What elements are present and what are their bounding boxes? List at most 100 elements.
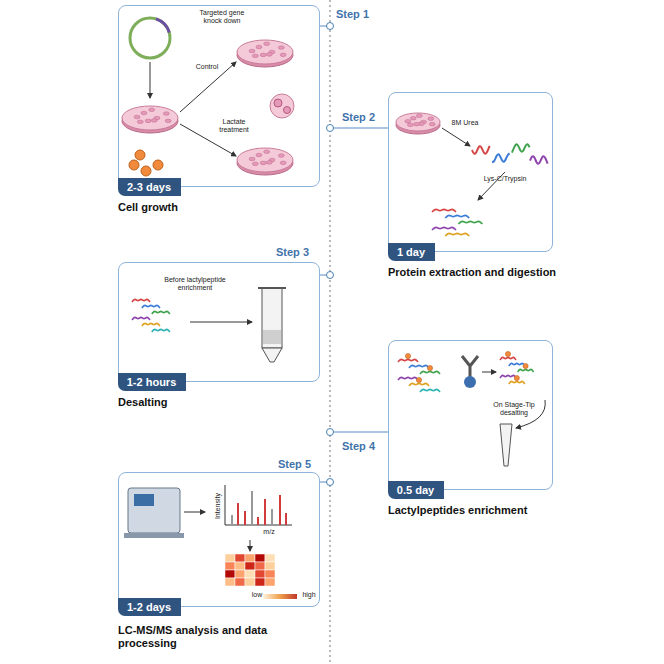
peptide — [509, 381, 525, 384]
peptide — [420, 389, 440, 392]
arrow — [442, 128, 470, 146]
step-caption: Cell growth — [118, 201, 178, 214]
cell — [256, 153, 262, 157]
timeline-node — [327, 272, 334, 279]
protein — [492, 153, 510, 162]
timeline-node — [327, 479, 334, 486]
culture-dish — [237, 148, 293, 172]
cell — [165, 119, 171, 123]
time-label: 2-3 days — [118, 178, 181, 196]
culture-dish — [396, 113, 440, 131]
peptide — [132, 317, 150, 320]
heatmap-cell — [225, 570, 235, 578]
step-label: Step 3 — [276, 246, 309, 259]
peptide — [142, 323, 160, 326]
illustration-label: 8M Urea — [447, 119, 483, 127]
heatmap-cell — [225, 578, 235, 586]
time-tab: 0.5 day — [388, 481, 444, 499]
cell — [410, 116, 416, 120]
cell — [260, 161, 266, 165]
spectrum-peak — [244, 511, 246, 525]
step-panel: Before lactylpeptide enrichment1-2 hours — [118, 262, 320, 382]
heatmap-cell — [265, 570, 275, 578]
stage-tip — [500, 424, 512, 466]
cell — [274, 99, 282, 107]
peptide — [398, 359, 418, 362]
arrow — [190, 322, 252, 323]
step-panel: Intensitym/zlowhigh1-2 days — [118, 472, 320, 607]
time-label: 1 day — [388, 243, 435, 261]
time-tab: 2-3 days — [118, 178, 181, 196]
cell — [260, 53, 266, 57]
cell — [145, 119, 151, 123]
lactyl-mark — [514, 375, 519, 380]
step-label: Step 1 — [336, 8, 369, 21]
time-label: 1-2 hours — [118, 373, 186, 391]
cell — [284, 107, 291, 114]
arrow — [150, 62, 151, 98]
illustration-label: m/z — [259, 528, 279, 536]
arrow — [184, 512, 205, 513]
cell — [429, 122, 435, 126]
peptide — [142, 305, 160, 308]
time-label: 0.5 day — [388, 481, 444, 499]
culture-dish — [122, 106, 178, 130]
lactyl-mark — [505, 351, 510, 356]
spectrum-peak — [251, 491, 253, 525]
antibody — [462, 356, 478, 378]
ms-screen — [134, 494, 154, 506]
cell — [264, 42, 270, 46]
spectrum-peak — [271, 509, 273, 525]
plasmid-insert — [155, 17, 170, 33]
step-connector — [330, 431, 388, 433]
color-bar — [263, 594, 297, 599]
cell — [266, 161, 272, 165]
lactate — [153, 160, 163, 170]
cell — [252, 162, 258, 166]
step-label: Step 4 — [342, 440, 375, 453]
cartridge-rim — [258, 287, 286, 289]
culture-dish — [237, 40, 293, 64]
step-label: Step 2 — [342, 111, 375, 124]
peptide — [445, 215, 469, 218]
step-panel: Targeted gene knock downControlLactate t… — [118, 5, 320, 187]
peptide — [509, 363, 525, 366]
spectrum-peak — [279, 495, 281, 525]
plasmid — [130, 18, 170, 58]
step-caption: Lactylpeptides enrichment — [388, 504, 527, 517]
cell — [163, 112, 169, 116]
lactyl-mark — [523, 363, 528, 368]
peptide — [409, 383, 429, 386]
peptide — [132, 299, 150, 302]
illustration-label: Lys-C/Trypsin — [475, 175, 535, 183]
cell — [280, 161, 286, 165]
time-tab: 1 day — [388, 243, 435, 261]
spectrum-peak — [231, 515, 233, 525]
bead — [464, 376, 476, 388]
heatmap-cell — [245, 562, 255, 570]
peptide — [500, 375, 516, 378]
spectrum-peak — [257, 517, 259, 525]
heatmap-cell — [245, 570, 255, 578]
illustration-label: Before lactylpeptide enrichment — [155, 276, 235, 292]
cell — [256, 45, 262, 49]
heatmap-cell — [255, 554, 265, 562]
lactate — [135, 150, 145, 160]
mass-spectrometer — [128, 488, 180, 533]
cell — [264, 150, 270, 154]
time-tab: 1-2 hours — [118, 373, 186, 391]
heatmap-cell — [255, 570, 265, 578]
peptide — [432, 227, 456, 230]
cell — [134, 115, 140, 119]
step-connector — [330, 127, 388, 129]
heatmap-cell — [235, 554, 245, 562]
illustration-label: Targeted gene knock down — [191, 9, 253, 25]
heatmap-cell — [235, 570, 245, 578]
lactyl-mark — [416, 377, 421, 382]
peptide — [409, 365, 429, 368]
lactyl-mark — [427, 365, 432, 370]
desalting-cartridge — [262, 288, 282, 348]
cell — [405, 119, 411, 123]
